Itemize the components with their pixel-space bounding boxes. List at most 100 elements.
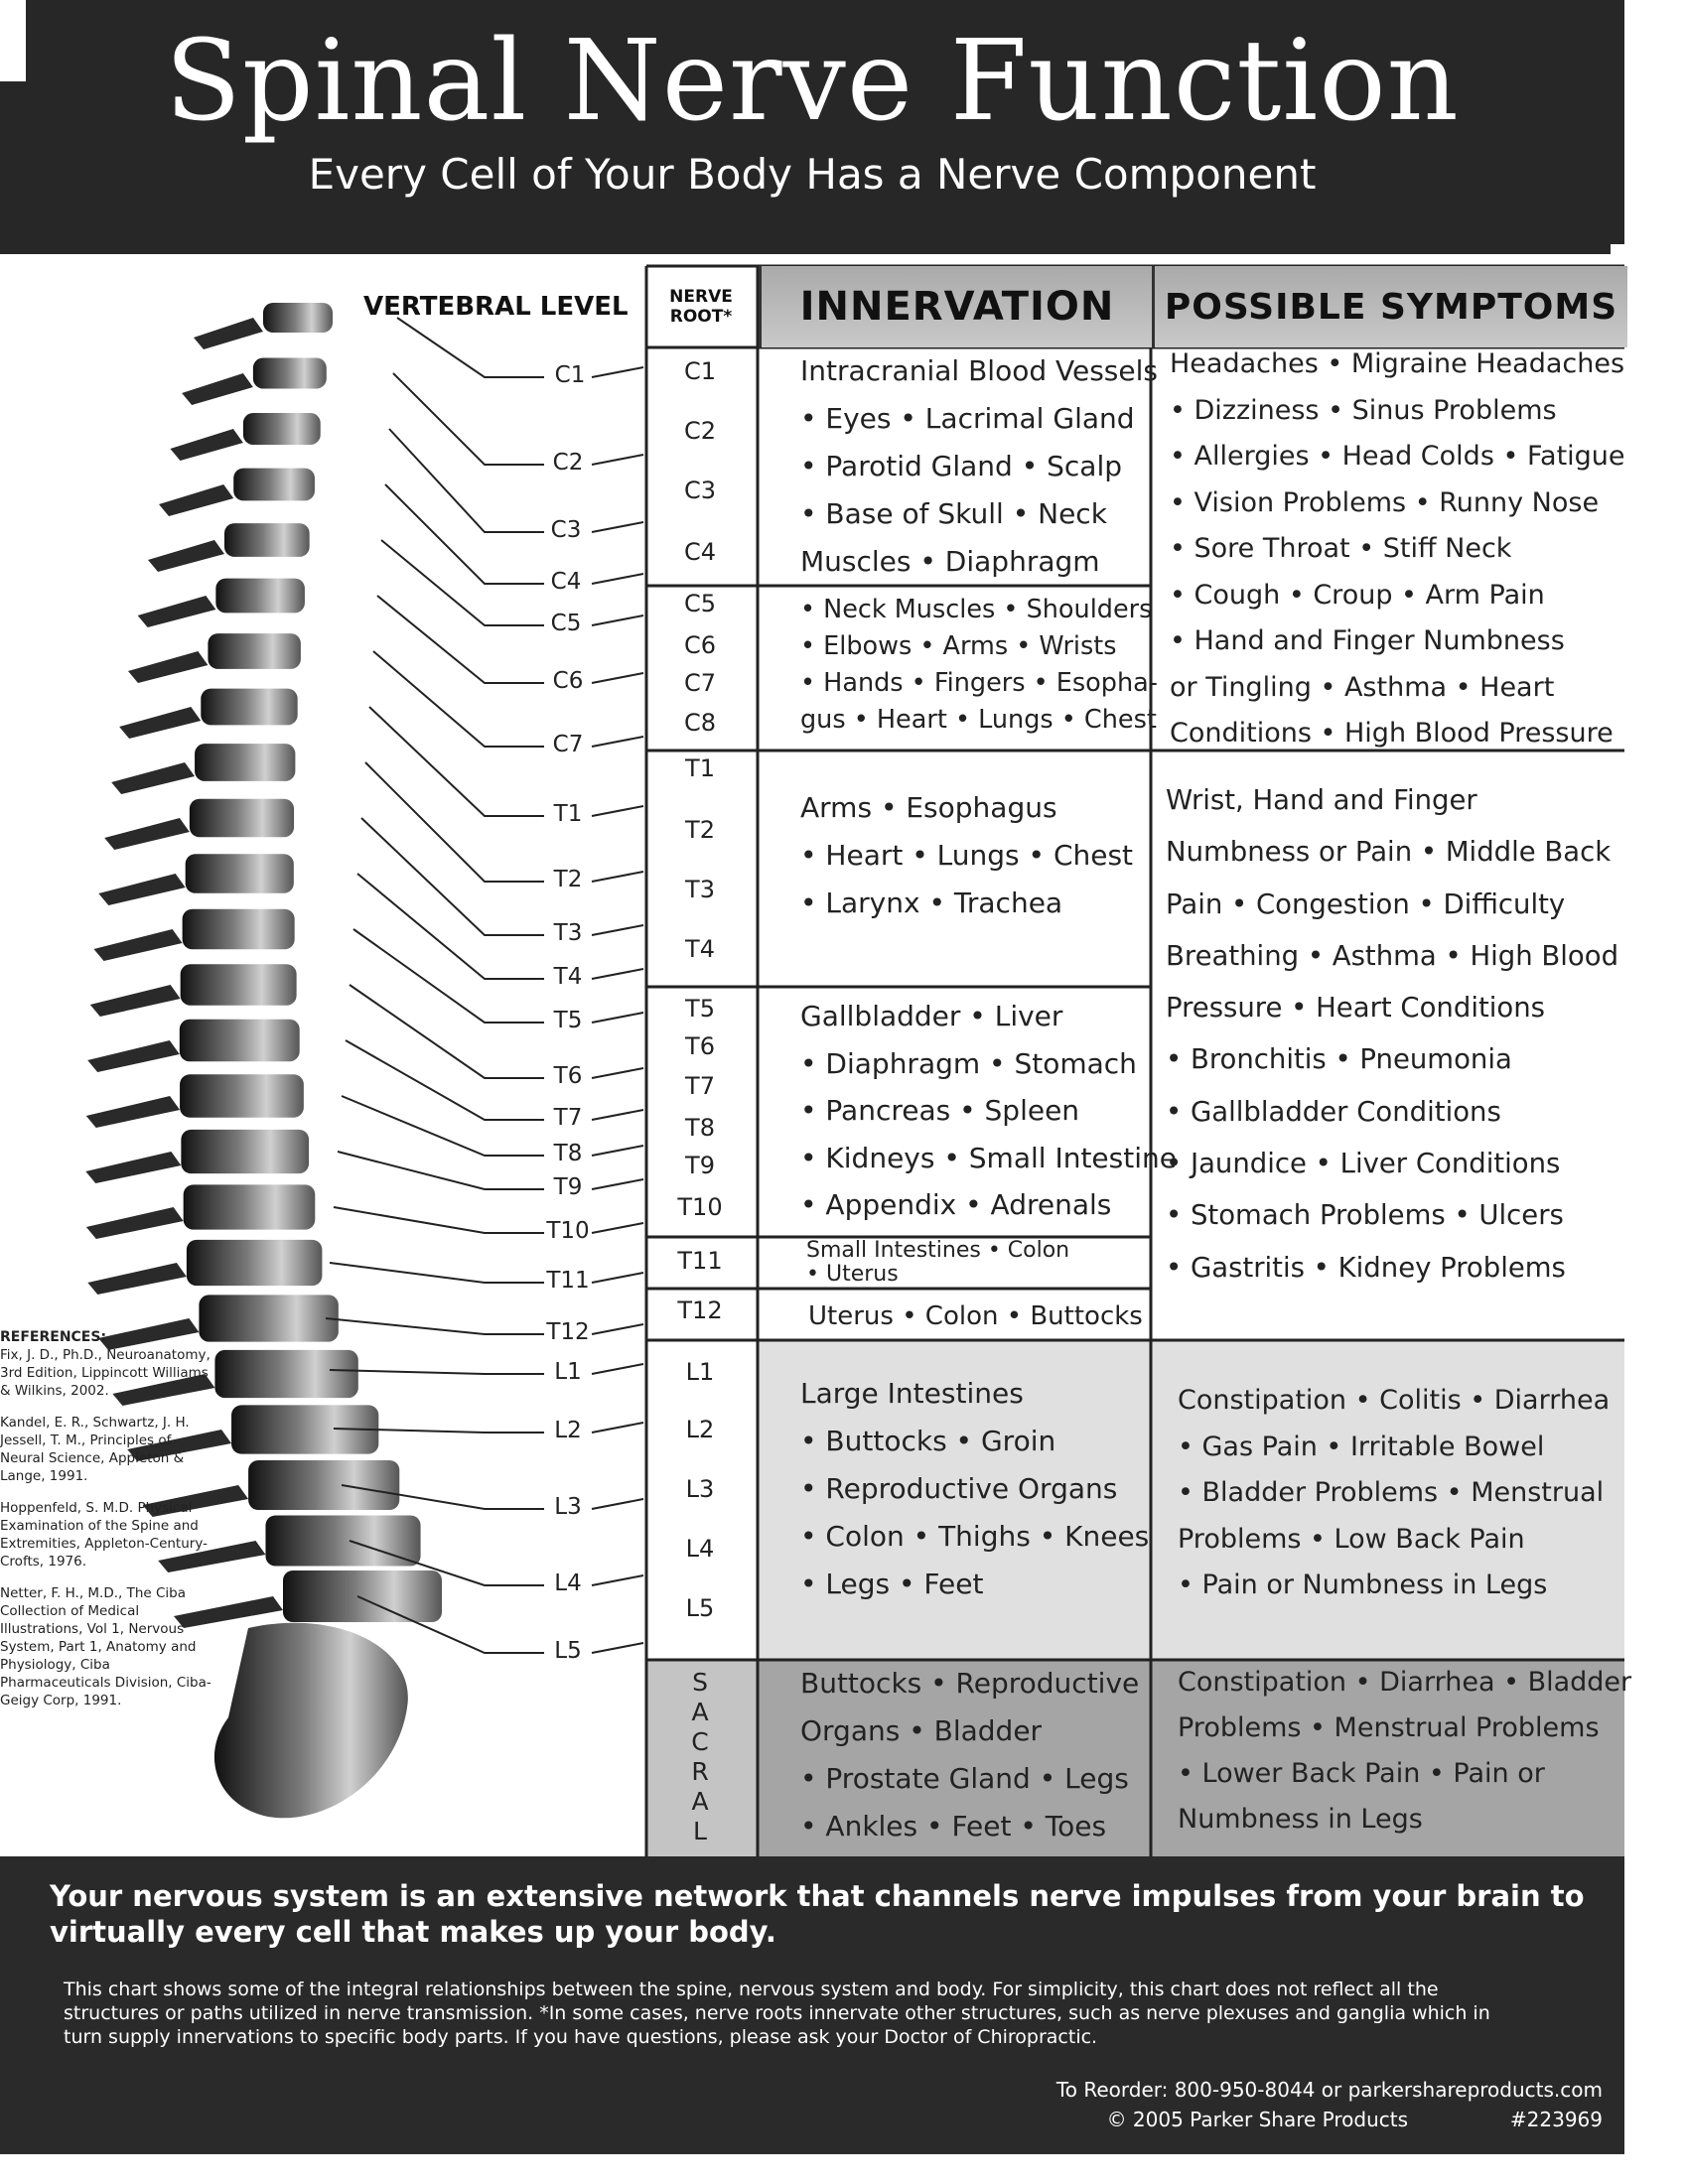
reference-item: Netter, F. H., M.D., The Ciba Collection… (0, 1585, 211, 1708)
spinous-process (158, 1541, 266, 1572)
connector-line (591, 672, 644, 684)
innervation-line: • Diaphragm • Stomach (800, 1046, 1137, 1080)
reference-item: Hoppenfeld, S. M.D. Physical Examination… (0, 1500, 208, 1570)
symptom-line: • Bronchitis • Pneumonia (1166, 1043, 1512, 1076)
connector-line (591, 366, 644, 378)
sacral-letter: S (692, 1668, 708, 1697)
symptoms-lumbar: Constipation • Colitis • Diarrhea • Gas … (1178, 1378, 1634, 1609)
spinous-process (85, 1152, 182, 1183)
vertebra-shape (179, 1019, 300, 1062)
symptom-line: Constipation • Colitis • Diarrhea (1178, 1385, 1611, 1416)
connector-line (591, 521, 644, 533)
vertebra-shape (265, 1515, 421, 1567)
nerve-root-t9: T9 (685, 1152, 715, 1179)
vertebral-level-t11: T11 (546, 1268, 590, 1294)
innervation-line: • Parotid Gland • Scalp (800, 450, 1123, 482)
symptom-line: • Cough • Croup • Arm Pain (1170, 579, 1545, 611)
footer-copyright: © 2005 Parker Share Products (1106, 2108, 1408, 2131)
symptom-line: Wrist, Hand and Finger (1166, 784, 1477, 816)
footer-disclaimer: This chart shows some of the integral re… (64, 1979, 1490, 2048)
innervation-line: • Kidneys • Small Intestine (800, 1141, 1177, 1174)
nerve-root-c2: C2 (683, 417, 717, 445)
nerve-root-t5: T5 (685, 995, 715, 1023)
spinous-process (87, 1040, 180, 1072)
innervation-line: • Eyes • Lacrimal Gland (800, 402, 1135, 435)
nerve-root-t11: T11 (677, 1247, 723, 1275)
spinous-process (85, 1207, 184, 1239)
vertebral-level-t10: T10 (546, 1218, 590, 1244)
header-nerve-root-line1: NERVE (669, 287, 733, 307)
innervation-line: Muscles • Diaphragm (800, 545, 1100, 578)
spinous-process (111, 762, 196, 794)
connector-line (591, 573, 644, 585)
symptom-line: • Hand and Finger Numbness (1170, 625, 1565, 656)
spinous-process (93, 929, 183, 961)
reference-item: Fix, J. D., Ph.D., Neuroanatomy, 3rd Edi… (0, 1347, 211, 1399)
vertebra-shape (180, 964, 297, 1006)
spinous-process (127, 1430, 232, 1461)
symptom-line: or Tingling • Asthma • Heart (1170, 671, 1555, 703)
innervation-c5-c8: • Neck Muscles • Shoulders • Elbows • Ar… (800, 592, 1158, 739)
innervation-line: Buttocks • Reproductive (800, 1667, 1140, 1700)
innervation-t11: Small Intestines • Colon • Uterus (806, 1239, 1154, 1287)
nerve-root-t8: T8 (685, 1114, 715, 1142)
innervation-line: • Reproductive Organs (800, 1472, 1118, 1505)
footer-banner: Your nervous system is an extensive netw… (0, 1856, 1624, 2154)
symptom-line: Breathing • Asthma • High Blood (1166, 939, 1619, 972)
connector-line (591, 1498, 644, 1510)
symptom-line: • Vision Problems • Runny Nose (1170, 486, 1600, 518)
spinous-process (174, 1596, 283, 1628)
footer-product-number: #223969 (1509, 2108, 1603, 2131)
symptom-line: Conditions • High Blood Pressure (1170, 718, 1614, 749)
spinous-process (159, 484, 234, 516)
nerve-root-l1: L1 (685, 1358, 715, 1386)
symptom-line: Problems • Low Back Pain (1178, 1523, 1525, 1555)
connector-line (591, 871, 644, 883)
nerve-root-t4: T4 (685, 935, 715, 963)
vertebral-level-t8: T8 (553, 1141, 583, 1166)
references: REFERENCES: Fix, J. D., Ph.D., Neuroanat… (0, 1328, 216, 1723)
vertebral-level-t5: T5 (553, 1008, 583, 1033)
connector-line (591, 736, 644, 748)
vertebral-level-t1: T1 (553, 801, 583, 827)
symptom-line: Pain • Congestion • Difficulty (1166, 887, 1566, 920)
vertebra-shape (185, 854, 294, 893)
vertebrae-group (85, 303, 442, 1819)
vertebral-level-l3: L3 (554, 1494, 582, 1520)
connector-line (591, 1642, 644, 1654)
innervation-line: • Larynx • Trachea (800, 887, 1063, 919)
vertebra-shape (233, 468, 315, 501)
innervation-c1-c4: Intracranial Blood Vessels • Eyes • Lacr… (800, 347, 1158, 586)
vertebral-level-l1: L1 (554, 1359, 582, 1385)
symptom-line: • Pain or Numbness in Legs (1178, 1570, 1548, 1600)
lumbar-row-background (758, 1340, 1624, 1660)
vertebra-shape (283, 1570, 442, 1622)
spinous-process (170, 429, 243, 461)
sacral-letter: C (691, 1727, 709, 1756)
vertebra-shape (223, 523, 310, 557)
symptom-line: • Gas Pain • Irritable Bowel (1178, 1431, 1545, 1462)
symptom-line: Numbness in Legs (1178, 1804, 1423, 1835)
nerve-root-c6: C6 (683, 631, 717, 659)
innervation-line: • Legs • Feet (800, 1568, 984, 1600)
innervation-lumbar: Large Intestines • Buttocks • Groin • Re… (800, 1370, 1149, 1608)
nerve-root-l2: L2 (685, 1416, 715, 1443)
connector-line (591, 1422, 644, 1433)
vertebra-shape (252, 357, 327, 389)
innervation-line: Organs • Bladder (800, 1714, 1043, 1747)
nerve-root-c4: C4 (683, 538, 717, 566)
connector-line (591, 1272, 644, 1284)
vertebra-shape (195, 744, 296, 781)
spinous-process (127, 651, 209, 683)
vertebra-shape (182, 908, 295, 950)
connector-line (591, 1145, 644, 1157)
symptom-line: • Stomach Problems • Ulcers (1166, 1199, 1564, 1232)
nerve-root-t3: T3 (685, 876, 715, 903)
symptom-line: Constipation • Diarrhea • Bladder (1178, 1667, 1632, 1698)
header-possible-symptoms: POSSIBLE SYMPTOMS (1152, 266, 1627, 347)
innervation-line: Intracranial Blood Vessels (800, 354, 1158, 387)
innervation-line: • Elbows • Arms • Wrists (800, 631, 1117, 661)
nerve-root-t6: T6 (685, 1032, 715, 1060)
connector-line (591, 1222, 644, 1234)
vertebra-shape (263, 303, 333, 333)
